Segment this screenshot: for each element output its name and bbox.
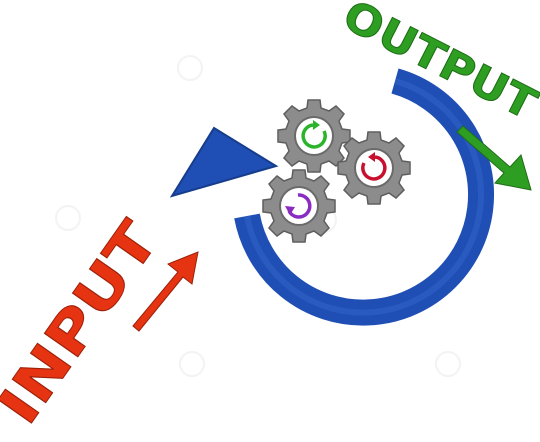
- gear-left: [262, 169, 336, 243]
- watermark-icon: [435, 351, 461, 377]
- watermark-layer: [55, 55, 461, 377]
- watermark-icon: [177, 55, 203, 81]
- rotate-icon: [301, 123, 327, 149]
- gear-right: [337, 131, 411, 205]
- rotate-icon: [287, 193, 312, 219]
- cycle-arrow: [169, 68, 495, 326]
- watermark-icon: [179, 351, 205, 377]
- arrow-icon: [169, 126, 279, 198]
- arrow-icon: [132, 251, 199, 332]
- output-arrow: [456, 125, 532, 191]
- watermark-icon: [55, 205, 81, 231]
- arrow-icon: [456, 125, 532, 191]
- gear-icon: [262, 169, 336, 243]
- input-arrow: [132, 251, 199, 332]
- gear-top: [277, 99, 351, 173]
- cycle-arrow-ring-highlight: [244, 78, 485, 316]
- cycle-arrow-ring: [234, 68, 495, 326]
- rotate-icon: [361, 155, 387, 181]
- gear-icon: [337, 131, 411, 205]
